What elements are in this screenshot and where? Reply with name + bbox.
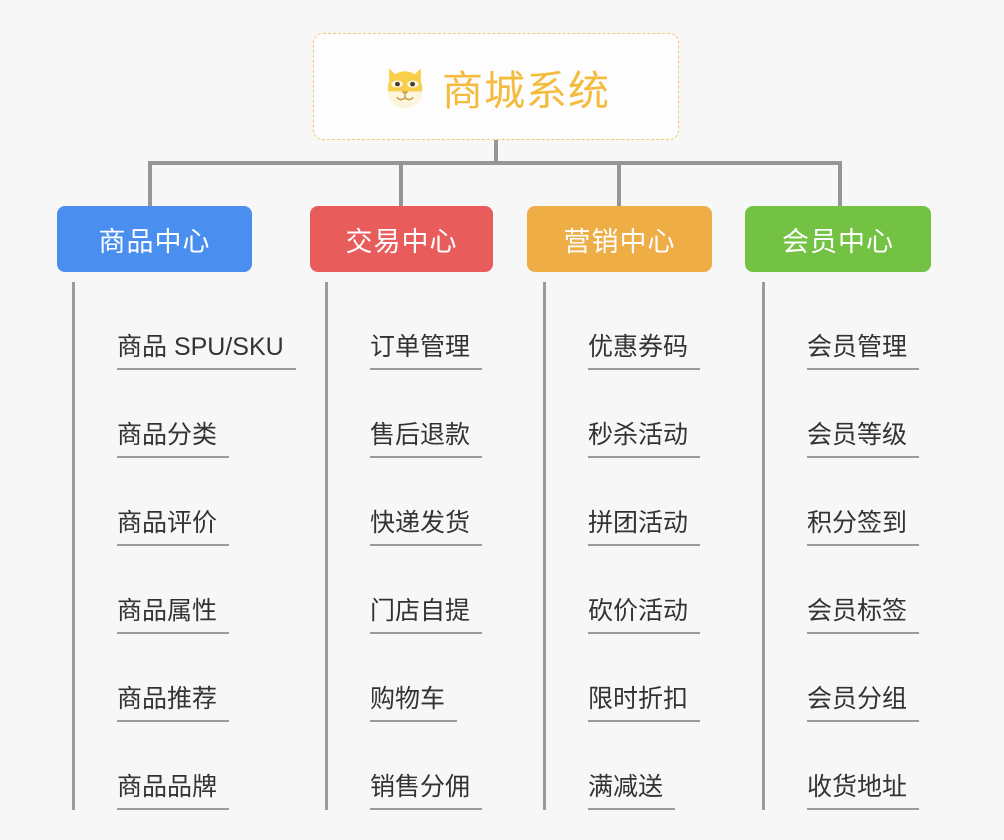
column-spine bbox=[325, 282, 328, 810]
connector-horizontal-bus bbox=[148, 161, 842, 165]
branch-box-member-center[interactable]: 会员中心 bbox=[745, 206, 931, 272]
branch-box-marketing-center[interactable]: 营销中心 bbox=[527, 206, 712, 272]
leaf-item[interactable]: 商品品牌 bbox=[72, 722, 296, 810]
leaf-item-label: 商品评价 bbox=[117, 509, 230, 546]
leaf-item[interactable]: 满减送 bbox=[543, 722, 700, 810]
leaf-item[interactable]: 收货地址 bbox=[762, 722, 920, 810]
root-node-mall-system[interactable]: 商城系统 bbox=[313, 33, 679, 140]
connector-branch-2-drop bbox=[399, 161, 403, 206]
column-spine bbox=[762, 282, 765, 810]
root-node-label: 商城系统 bbox=[442, 67, 610, 114]
leaf-list: 商品 SPU/SKU 商品分类 商品评价 商品属性 商品推荐 商品品牌 bbox=[72, 282, 296, 810]
leaf-item[interactable]: 快递发货 bbox=[325, 458, 483, 546]
leaf-item[interactable]: 优惠券码 bbox=[543, 282, 701, 370]
leaf-item-label: 商品品牌 bbox=[117, 773, 230, 810]
leaf-item-label: 拼团活动 bbox=[588, 509, 701, 546]
column-spine bbox=[72, 282, 75, 810]
leaf-item-label: 砍价活动 bbox=[588, 597, 701, 634]
leaf-item-label: 商品推荐 bbox=[117, 685, 230, 722]
connector-branch-3-drop bbox=[617, 161, 621, 206]
branch-label: 营销中心 bbox=[563, 226, 676, 257]
leaf-item-label: 会员标签 bbox=[807, 597, 920, 634]
leaf-item-label: 优惠券码 bbox=[588, 333, 701, 370]
leaf-item-label: 销售分佣 bbox=[370, 773, 483, 810]
branch-box-trade-center[interactable]: 交易中心 bbox=[310, 206, 493, 272]
leaf-item[interactable]: 销售分佣 bbox=[325, 722, 483, 810]
leaf-item[interactable]: 会员管理 bbox=[762, 282, 920, 370]
branch-label: 商品中心 bbox=[98, 226, 211, 257]
leaf-item[interactable]: 商品推荐 bbox=[72, 634, 296, 722]
leaf-item[interactable]: 会员等级 bbox=[762, 370, 920, 458]
leaf-item-label: 积分签到 bbox=[807, 509, 920, 546]
leaf-item-label: 快递发货 bbox=[370, 509, 483, 546]
connector-root-stem bbox=[494, 140, 498, 164]
branch-label: 交易中心 bbox=[345, 226, 458, 257]
leaf-item[interactable]: 会员标签 bbox=[762, 546, 920, 634]
leaf-item[interactable]: 秒杀活动 bbox=[543, 370, 701, 458]
leaf-item-label: 商品分类 bbox=[117, 421, 230, 458]
leaf-list: 会员管理 会员等级 积分签到 会员标签 会员分组 收货地址 bbox=[762, 282, 920, 810]
leaf-item[interactable]: 砍价活动 bbox=[543, 546, 701, 634]
leaf-item-label: 收货地址 bbox=[807, 773, 920, 810]
branch-box-product-center[interactable]: 商品中心 bbox=[57, 206, 252, 272]
leaf-item[interactable]: 积分签到 bbox=[762, 458, 920, 546]
leaf-item-label: 满减送 bbox=[588, 773, 676, 810]
leaf-item-label: 商品属性 bbox=[117, 597, 230, 634]
leaf-item[interactable]: 拼团活动 bbox=[543, 458, 701, 546]
leaf-item-label: 购物车 bbox=[370, 685, 458, 722]
shiba-dog-face-icon bbox=[387, 67, 423, 109]
leaf-item-label: 限时折扣 bbox=[588, 685, 701, 722]
leaf-item-label: 会员分组 bbox=[807, 685, 920, 722]
leaf-item-label: 会员等级 bbox=[807, 421, 920, 458]
leaf-item[interactable]: 购物车 bbox=[325, 634, 482, 722]
leaf-item[interactable]: 售后退款 bbox=[325, 370, 483, 458]
leaf-list: 优惠券码 秒杀活动 拼团活动 砍价活动 限时折扣 满减送 bbox=[543, 282, 701, 810]
connector-branch-1-drop bbox=[148, 161, 152, 206]
leaf-item-label: 秒杀活动 bbox=[588, 421, 701, 458]
leaf-item[interactable]: 商品评价 bbox=[72, 458, 296, 546]
branch-label: 会员中心 bbox=[782, 226, 894, 257]
leaf-item[interactable]: 商品属性 bbox=[72, 546, 296, 634]
leaf-item[interactable]: 订单管理 bbox=[325, 282, 483, 370]
leaf-list: 订单管理 售后退款 快递发货 门店自提 购物车 销售分佣 bbox=[325, 282, 483, 810]
leaf-item[interactable]: 限时折扣 bbox=[543, 634, 701, 722]
leaf-item[interactable]: 商品 SPU/SKU bbox=[72, 282, 296, 370]
leaf-item-label: 订单管理 bbox=[370, 333, 483, 370]
column-spine bbox=[543, 282, 546, 810]
leaf-item-label: 会员管理 bbox=[807, 333, 920, 370]
leaf-item[interactable]: 门店自提 bbox=[325, 546, 483, 634]
connector-branch-4-drop bbox=[838, 161, 842, 206]
leaf-item-label: 商品 SPU/SKU bbox=[117, 333, 296, 370]
leaf-item[interactable]: 商品分类 bbox=[72, 370, 296, 458]
leaf-item-label: 门店自提 bbox=[370, 597, 483, 634]
leaf-item[interactable]: 会员分组 bbox=[762, 634, 920, 722]
leaf-item-label: 售后退款 bbox=[370, 421, 483, 458]
